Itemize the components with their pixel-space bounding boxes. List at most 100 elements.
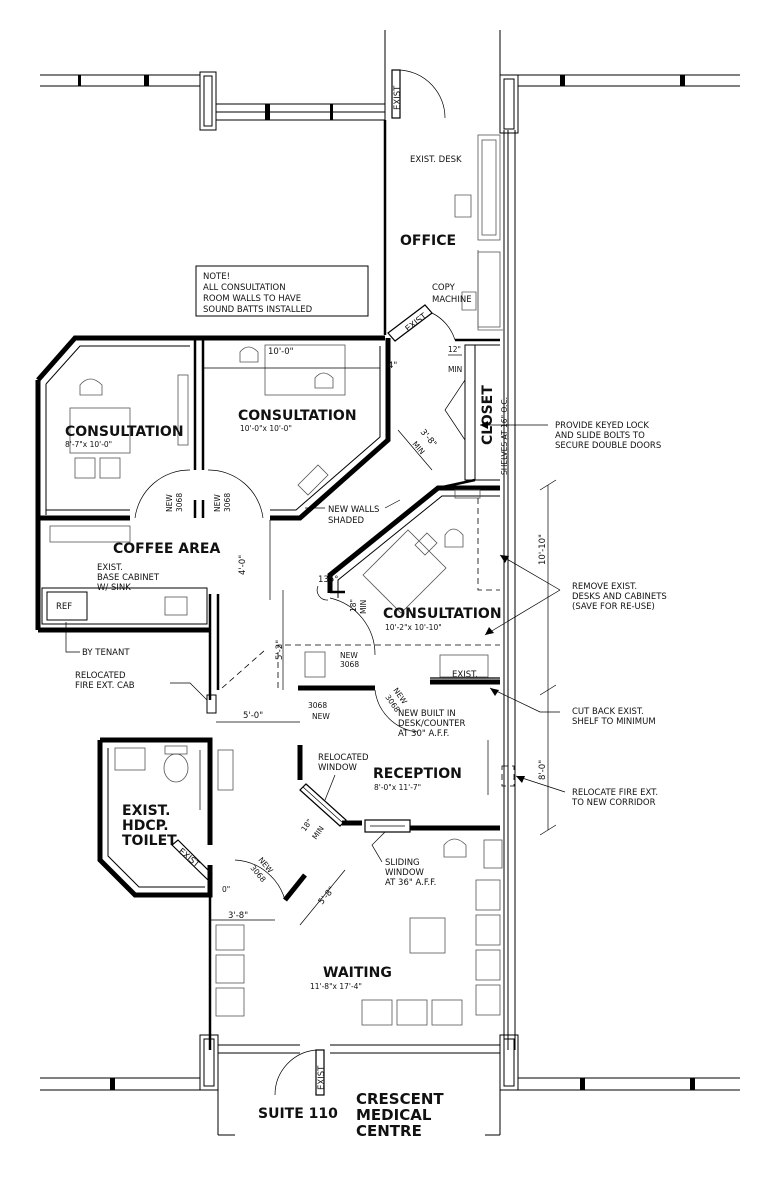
relocated-fire-1: RELOCATED [75, 671, 126, 681]
relocated-fire-2: FIRE EXT. CAB [75, 681, 135, 691]
suite-label: SUITE 110 [258, 1106, 338, 1122]
exterior-wall-top-left [40, 71, 385, 131]
closet-title: CLOSET [480, 385, 496, 445]
callout-keyed-lock: PROVIDE KEYED LOCK AND SLIDE BOLTS TO SE… [480, 421, 661, 451]
min-18b: MIN [310, 824, 326, 841]
fire-ext-cab [206, 694, 217, 714]
door-new-3068-consult: NEW 3068 [304, 597, 376, 678]
new-built-1: NEW BUILT IN [398, 709, 456, 719]
dim-5-2: 5'-2" [275, 640, 285, 660]
new-3068-b-2: 3068 [223, 493, 232, 512]
dim-12: 12" [448, 345, 461, 354]
dim-5-0: 5'-0" [243, 711, 263, 721]
waiting-dim: 11'-8"x 17'-4" [310, 982, 362, 991]
new-built-2: DESK/COUNTER [398, 719, 466, 729]
crescent-line-3: CENTRE [356, 1122, 422, 1140]
new-3068-e-2: NEW [312, 712, 330, 721]
callout-cut-shelf: CUT BACK EXIST. SHELF TO MINIMUM [489, 687, 656, 727]
sliding-1: SLIDING [385, 858, 420, 868]
reception-dim: 8'-0"x 11'-7" [374, 783, 421, 792]
consultation-right-dim: 10'-2"x 10'-10" [385, 623, 442, 632]
exist-office-label: EXIST [404, 311, 430, 334]
toilet-room [97, 737, 234, 898]
office-room [383, 120, 503, 335]
callout-relocate-fire: RELOCATE FIRE EXT. TO NEW CORRIDOR [515, 775, 658, 808]
new-walls-1: NEW WALLS [328, 505, 379, 515]
remove-line-2: DESKS AND CABINETS [572, 592, 667, 602]
consultation-right-title: CONSULTATION [383, 606, 502, 622]
note-box: NOTE! ALL CONSULTATION ROOM WALLS TO HAV… [195, 265, 369, 317]
exist-bottom-label: EXIST [317, 1065, 327, 1090]
dim-10-0: 10'-0" [268, 347, 294, 357]
relocated-window [299, 774, 347, 827]
consultation-center-furniture [239, 344, 346, 496]
crescent-line-2: MEDICAL [356, 1106, 432, 1124]
consultation-walls [35, 335, 391, 630]
exist-base-1: EXIST. [97, 563, 123, 573]
dim-5-8: 5'-8" [317, 885, 338, 907]
new-3068-c-2: 3068 [340, 660, 359, 669]
door-new-3068-left: NEW 3068 [134, 469, 191, 519]
crescent-line-1: CRESCENT [356, 1090, 444, 1108]
consultation-right-walls [327, 478, 500, 598]
new-3068-a-1: NEW [165, 494, 174, 512]
callout-remove: REMOVE EXIST. DESKS AND CABINETS (SAVE F… [484, 554, 667, 636]
exist-door-bottom: EXIST [274, 1049, 327, 1096]
closet-shelves: SHELVES AT 16" O.C. [500, 397, 509, 475]
fire-ext-old [501, 765, 515, 787]
dim-4-0: 4'-0" [238, 555, 248, 575]
consultation-center-dim: 10'-0"x 10'-0" [240, 424, 292, 433]
note-line-3: ROOM WALLS TO HAVE [203, 294, 301, 304]
reception-title: RECEPTION [373, 766, 462, 782]
cut-line-1: CUT BACK EXIST. [572, 707, 644, 717]
toilet-line-2: HDCP. [122, 818, 169, 834]
relocate-line-1: RELOCATE FIRE EXT. [572, 788, 658, 798]
dim-3-8b: 3'-8" [228, 911, 248, 921]
keyed-line-3: SECURE DOUBLE DOORS [555, 441, 661, 451]
ref-label: REF [56, 602, 72, 612]
waiting-room [208, 838, 503, 1050]
min-18: MIN [359, 600, 368, 614]
consultation-left-dim: 8'-7"x 10'-0" [65, 440, 112, 449]
new-walls-2: SHADED [328, 516, 365, 526]
consultation-center-title: CONSULTATION [238, 408, 357, 424]
angle-135: 135° [318, 575, 338, 585]
exist-door-toilet: EXIST [171, 839, 213, 881]
relocated-window-2: WINDOW [318, 763, 358, 773]
by-tenant: BY TENANT [82, 648, 130, 658]
dim-10-10-line: 10'-10" [538, 479, 557, 696]
copy-label-1: COPY [432, 283, 456, 293]
dim-3-8-min: 3'-8" MIN [397, 428, 438, 471]
note-line-4: SOUND BATTS INSTALLED [203, 305, 313, 315]
exterior-wall-bottom [40, 1034, 740, 1136]
exist-top-label: EXIST [393, 85, 403, 110]
new-built-3: AT 30" A.F.F. [398, 729, 449, 739]
door-new-3068-center: NEW 3068 [207, 469, 264, 519]
dim-8-0: 8'-0" [538, 760, 548, 780]
new-3068-a-2: 3068 [175, 493, 184, 512]
remove-line-3: (SAVE FOR RE-USE) [572, 602, 655, 612]
note-line-1: NOTE! [203, 272, 230, 282]
dim-10-10: 10'-10" [538, 534, 548, 565]
new-3068-b-1: NEW [213, 494, 222, 512]
dim-18b: 18" [299, 817, 314, 833]
new-3068-c-1: NEW [340, 651, 358, 660]
consultation-left-title: CONSULTATION [65, 424, 184, 440]
copy-label-2: MACHINE [432, 295, 472, 305]
keyed-line-1: PROVIDE KEYED LOCK [555, 421, 649, 431]
sliding-2: WINDOW [385, 868, 425, 878]
relocated-window-1: RELOCATED [318, 753, 369, 763]
toilet-line-1: EXIST. [122, 803, 170, 819]
exist-desk-label: EXIST. DESK [410, 155, 462, 165]
consultation-right-furniture [362, 489, 481, 614]
keyed-line-2: AND SLIDE BOLTS TO [555, 431, 645, 441]
sliding-window [364, 819, 411, 833]
exterior-wall-top-right [499, 74, 740, 134]
door-new-3068-waiting: NEW 3068 [234, 856, 307, 902]
exist-base-3: W/ SINK [97, 583, 131, 593]
coffee-area [38, 525, 220, 700]
cut-line-2: SHELF TO MINIMUM [572, 717, 656, 727]
note-line-2: ALL CONSULTATION [203, 283, 286, 293]
sliding-3: AT 36" A.F.F. [385, 878, 436, 888]
